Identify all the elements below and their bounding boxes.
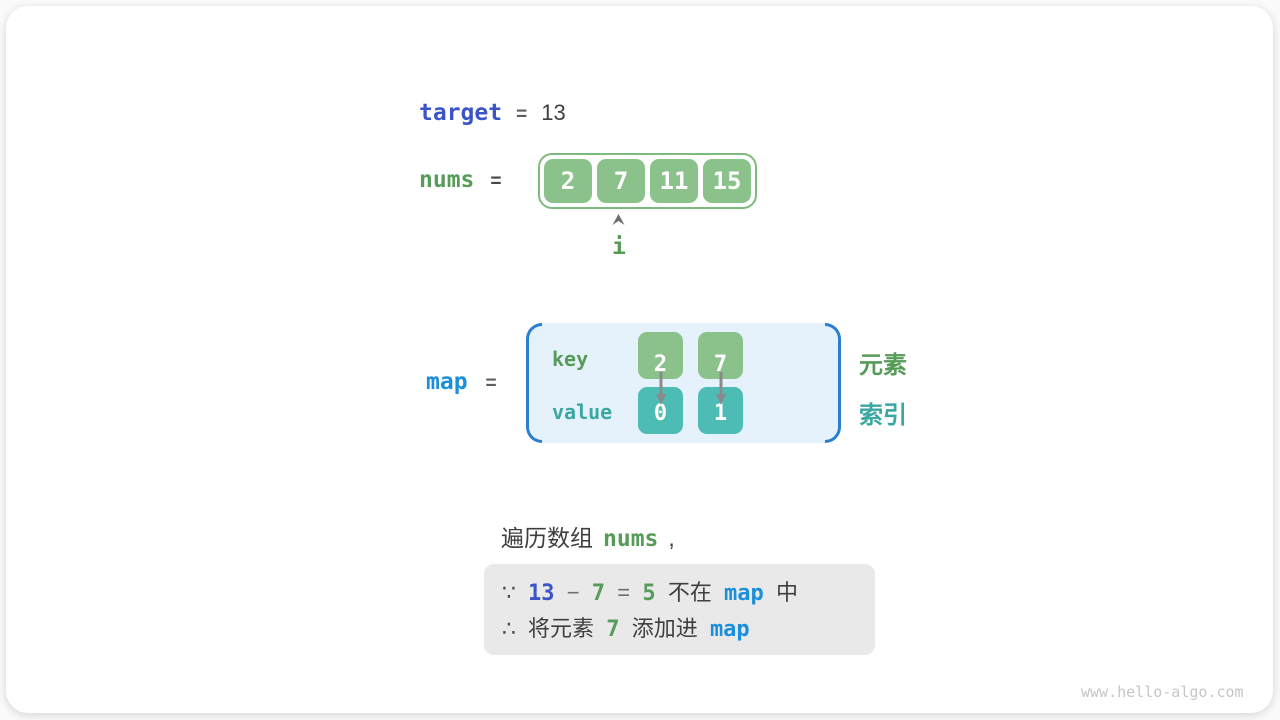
index-side-label: 索引 [859,402,907,429]
caption-row: 遍历数组 nums , [501,519,675,553]
target-value: 13 [541,100,566,125]
target-variable: target [419,100,503,126]
equals-sign: = [516,104,528,125]
array-cell: 7 [597,159,645,203]
caption-code: nums [603,526,659,552]
map-key-cell: 2 [638,332,683,379]
nums-variable: nums [419,167,475,193]
logic-symbol: ∵ [502,580,516,605]
equals-sign: = [490,171,502,192]
map-variable: map [426,369,468,395]
left-bracket-icon [526,323,542,443]
note-segment: = [605,580,643,605]
map-key-cell: 7 [698,332,743,379]
note-line: ∵ 13 − 7 = 5 不在 map 中 [502,575,857,611]
note-segment: − [554,580,592,605]
nums-label-row: nums = [419,167,502,193]
equals-sign: = [485,373,497,394]
note-segment: 7 [591,581,606,606]
pointer-label: i [612,234,626,260]
pointer-caret-icon [610,213,627,232]
note-segment: 13 [528,581,555,606]
target-row: target = 13 [419,100,566,126]
note-segment: map [709,617,750,642]
caption-suffix: , [668,525,675,551]
key-row-label: key [552,347,589,371]
key-to-value-arrow-icon [715,372,727,411]
note-segment: 不在 [655,580,725,605]
element-side-label: 元素 [859,352,907,379]
array-cell: 2 [544,159,592,203]
array-cell: 15 [703,159,751,203]
note-segment: 将元素 [528,616,607,641]
logic-symbol: ∴ [502,616,516,641]
map-label-row: map = [426,369,497,395]
caption-prefix: 遍历数组 [501,525,593,551]
note-segment: 5 [642,581,656,606]
note-segment: 中 [763,580,799,605]
note-segment: 添加进 [619,616,710,641]
note-segment: map [724,581,764,606]
key-to-value-arrow-icon [655,372,667,411]
array-cell: 11 [650,159,698,203]
right-bracket-icon [825,323,841,443]
note-box: ∵ 13 − 7 = 5 不在 map 中 ∴ 将元素 7 添加进 map [484,564,875,655]
value-row-label: value [552,400,613,424]
note-line: ∴ 将元素 7 添加进 map [502,611,857,647]
watermark-text: www.hello-algo.com [1081,683,1244,701]
note-segment: 7 [606,617,620,642]
